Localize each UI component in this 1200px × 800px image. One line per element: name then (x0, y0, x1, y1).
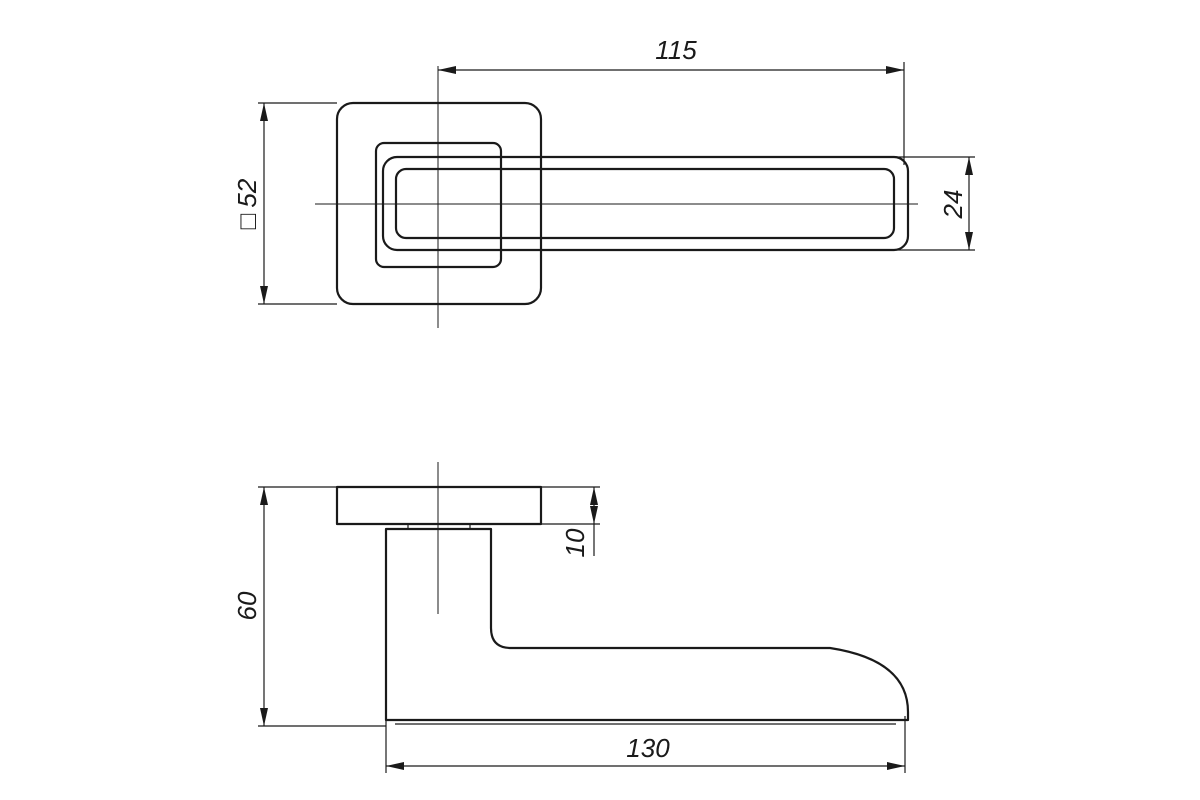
dimension-rosette-size: □52 (232, 102, 337, 305)
side-view: 10 60 130 (232, 462, 910, 773)
dimension-label: 60 (232, 591, 262, 620)
dimension-label: 10 (560, 528, 590, 557)
dimension-lever-width: 24 (895, 156, 975, 251)
top-view: 115 □52 24 (232, 35, 975, 328)
dimension-label: □52 (232, 178, 262, 229)
lever-body (384, 527, 910, 722)
dimension-total-length: 130 (385, 716, 906, 773)
dimension-label: 130 (626, 733, 670, 763)
rosette-plate (335, 485, 543, 526)
dimension-total-height: 60 (232, 486, 386, 727)
dimension-label: 115 (655, 35, 697, 65)
dimension-lever-length: 115 (438, 35, 905, 165)
square-symbol: □ (232, 213, 262, 229)
dimension-rosette-thickness: 10 (541, 486, 600, 557)
dimension-label: 24 (938, 190, 968, 220)
